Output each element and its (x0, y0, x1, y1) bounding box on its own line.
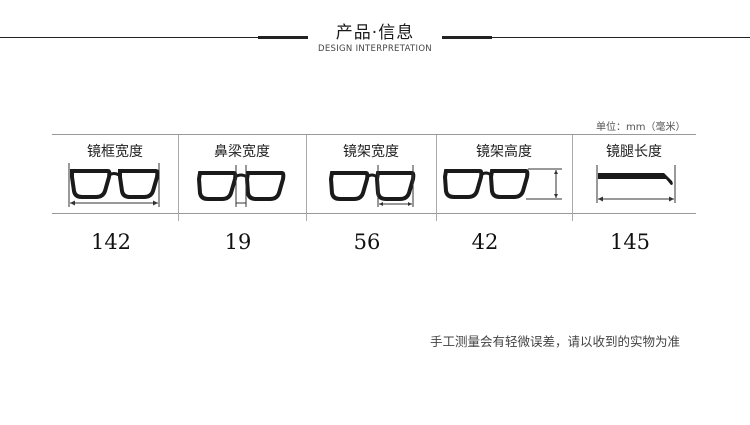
column-divider (178, 135, 179, 221)
header-line-right (492, 37, 750, 38)
lens-width-icon (328, 165, 416, 207)
spec-value-lens-width: 56 (353, 230, 381, 254)
page-title: 产品·信息 (335, 23, 415, 43)
spec-value-bridge-width: 19 (224, 230, 252, 254)
header-bar-right (442, 36, 492, 39)
spec-label: 鼻梁宽度 (214, 144, 270, 160)
spec-table: 镜框宽度 鼻梁宽度 镜架宽度 (52, 134, 696, 221)
spec-label: 镜架宽度 (343, 144, 399, 160)
spec-label: 镜框宽度 (87, 144, 143, 160)
spec-cell-lens-height: 镜架高度 (436, 135, 572, 213)
bridge-width-icon (196, 165, 286, 207)
temple-length-icon (596, 165, 676, 203)
header-line-left (0, 37, 258, 38)
column-divider (436, 135, 437, 221)
spec-label: 镜架高度 (476, 144, 532, 160)
spec-cell-frame-width: 镜框宽度 (52, 135, 178, 213)
frame-width-icon (68, 163, 160, 207)
measurement-footnote: 手工测量会有轻微误差，请以收到的实物为准 (430, 334, 681, 349)
spec-cell-lens-width: 镜架宽度 (306, 135, 436, 213)
column-divider (306, 135, 307, 221)
spec-label: 镜腿长度 (606, 144, 662, 160)
unit-label: 单位：mm（毫米） (596, 122, 686, 133)
spec-value-frame-width: 142 (90, 230, 132, 254)
column-divider (572, 135, 573, 221)
spec-value-temple-length: 145 (609, 230, 651, 254)
lens-height-icon (442, 168, 562, 200)
spec-cell-temple-length: 镜腿长度 (572, 135, 696, 213)
page-subtitle: DESIGN INTERPRETATION (318, 44, 432, 54)
spec-value-lens-height: 42 (471, 230, 499, 254)
header-bar-left (258, 36, 308, 39)
spec-cell-bridge-width: 鼻梁宽度 (178, 135, 306, 213)
